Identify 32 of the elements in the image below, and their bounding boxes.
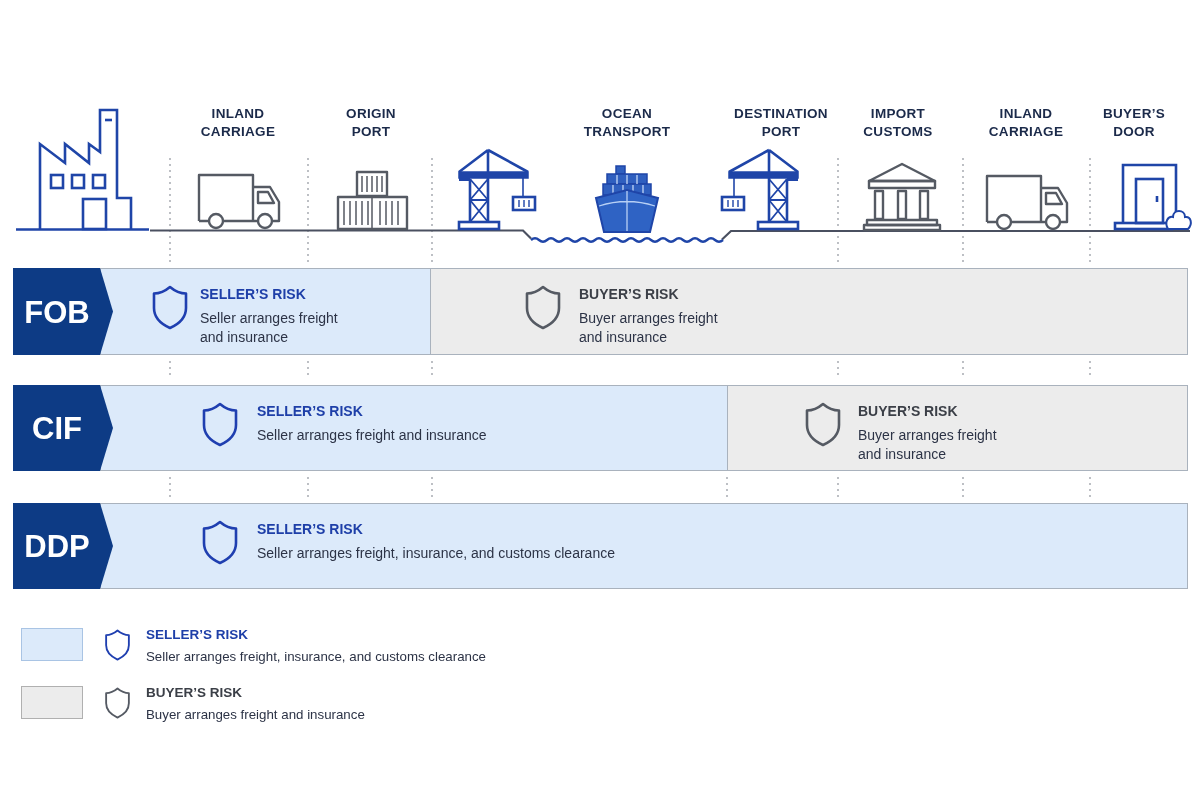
seller-risk-band	[100, 385, 728, 471]
incoterm-chevron	[13, 268, 113, 355]
seller-risk-band	[100, 503, 1188, 589]
legend-description: Buyer arranges freight and insurance	[146, 706, 365, 724]
risk-heading: BUYER’S RISK	[579, 285, 679, 304]
stage-label: IMPORT CUSTOMS	[863, 105, 933, 141]
legend-label: BUYER’S RISK	[146, 684, 243, 702]
risk-heading: SELLER’S RISK	[200, 285, 306, 304]
risk-description: Buyer arranges freight and insurance	[858, 426, 998, 464]
risk-heading: SELLER’S RISK	[257, 402, 363, 421]
incoterm-code: DDP	[24, 529, 90, 565]
stage-label: INLAND CARRIAGE	[988, 105, 1064, 141]
risk-description: Buyer arranges freight and insurance	[579, 309, 719, 347]
stage-label: BUYER’S DOOR	[1102, 105, 1166, 141]
buyer-risk-band	[430, 268, 1188, 355]
risk-description: Seller arranges freight and insurance	[200, 309, 339, 347]
risk-description: Seller arranges freight and insurance	[257, 426, 487, 445]
seller-risk-band	[100, 268, 431, 355]
incoterm-code: FOB	[24, 294, 90, 331]
buyer-risk-band	[727, 385, 1188, 471]
risk-description: Seller arranges freight, insurance, and customs clearance	[257, 544, 615, 563]
stage-label: ORIGIN PORT	[346, 105, 396, 141]
stage-label: INLAND CARRIAGE	[200, 105, 276, 141]
incoterm-code: CIF	[32, 411, 82, 447]
stage-label: DESTINATION PORT	[734, 105, 828, 141]
stage-label: OCEAN TRANSPORT	[583, 105, 671, 141]
risk-heading: BUYER’S RISK	[858, 402, 958, 421]
risk-heading: SELLER’S RISK	[257, 520, 363, 539]
incoterm-chevron	[13, 385, 113, 471]
incoterm-chevron	[13, 503, 113, 589]
legend-label: SELLER’S RISK	[146, 626, 248, 644]
legend-description: Seller arranges freight, insurance, and customs clearance	[146, 648, 486, 666]
